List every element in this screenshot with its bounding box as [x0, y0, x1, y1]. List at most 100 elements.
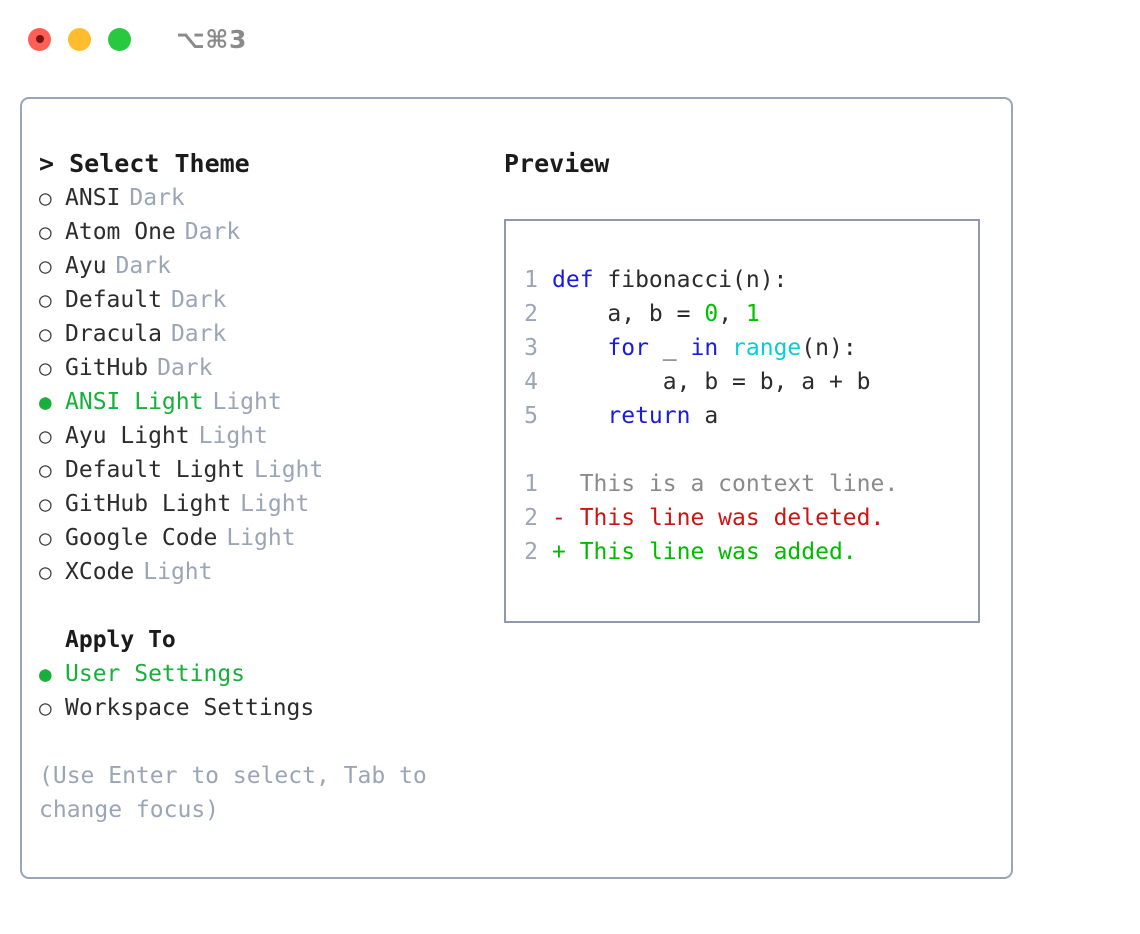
theme-variant-tag: Dark — [184, 219, 241, 245]
maximize-button[interactable] — [108, 27, 131, 51]
radio-unselected-icon[interactable]: ○ — [39, 560, 52, 584]
theme-name: ANSI Light — [65, 389, 204, 415]
theme-name: Atom One — [65, 219, 176, 245]
apply-to-heading: Apply To — [65, 627, 176, 653]
theme-name: XCode — [65, 559, 135, 585]
diff-text: This is a context line. — [579, 471, 899, 497]
theme-name: Google Code — [65, 525, 218, 551]
radio-selected-icon[interactable]: ● — [39, 390, 52, 414]
apply-to-item[interactable]: ●User Settings — [39, 657, 502, 691]
theme-list-item[interactable]: ○ Default Light Light — [39, 453, 502, 487]
close-button[interactable] — [28, 27, 51, 51]
theme-variant-tag: Light — [212, 389, 282, 415]
titlebar: ⌥⌘3 — [0, 0, 1140, 78]
diff-marker — [552, 467, 580, 501]
apply-to-item[interactable]: ○Workspace Settings — [39, 691, 502, 725]
theme-list-item[interactable]: ○ GitHub Dark — [39, 351, 502, 385]
code-line: 1 def fibonacci(n): — [506, 263, 978, 297]
code-token — [552, 335, 607, 361]
radio-selected-icon[interactable]: ● — [39, 662, 52, 686]
radio-unselected-icon[interactable]: ○ — [39, 220, 52, 244]
line-number: 2 — [524, 505, 538, 531]
theme-variant-tag: Light — [226, 525, 296, 551]
theme-name: Ayu Light — [65, 423, 190, 449]
theme-variant-tag: Light — [198, 423, 268, 449]
preview-title: Preview — [504, 149, 610, 178]
code-token: fibonacci(n): — [593, 267, 788, 293]
code-token — [718, 335, 732, 361]
theme-variant-tag: Light — [254, 457, 324, 483]
apply-to-list: ●User Settings○Workspace Settings — [39, 657, 502, 725]
code-line: 3 for _ in range(n): — [506, 331, 978, 365]
code-text: a, b = 0, 1 — [552, 297, 759, 331]
theme-variant-tag: Dark — [170, 321, 227, 347]
page-title-label: Select Theme — [69, 149, 250, 178]
window-title-shortcut: ⌥⌘3 — [176, 24, 247, 54]
line-number: 5 — [524, 403, 538, 429]
radio-unselected-icon[interactable]: ○ — [39, 186, 52, 210]
theme-list-item[interactable]: ○ Dracula Dark — [39, 317, 502, 351]
radio-unselected-icon[interactable]: ○ — [39, 458, 52, 482]
theme-variant-tag: Dark — [170, 287, 227, 313]
code-line: 4 a, b = b, a + b — [506, 365, 978, 399]
radio-unselected-icon[interactable]: ○ — [39, 356, 52, 380]
theme-list-item[interactable]: ○ Default Dark — [39, 283, 502, 317]
prompt-caret-icon: > — [39, 149, 70, 178]
line-number: 2 — [524, 301, 538, 327]
theme-name: Default — [65, 287, 162, 313]
theme-name: Dracula — [65, 321, 162, 347]
code-line: 2 a, b = 0, 1 — [506, 297, 978, 331]
line-number: 3 — [524, 335, 538, 361]
radio-unselected-icon[interactable]: ○ — [39, 254, 52, 278]
theme-list-item[interactable]: ● ANSI Light Light — [39, 385, 502, 419]
code-token: _ — [648, 335, 691, 361]
code-token: range — [732, 335, 802, 361]
theme-list-item[interactable]: ○ Google Code Light — [39, 521, 502, 555]
theme-name: Ayu — [65, 253, 107, 279]
theme-name: GitHub Light — [65, 491, 232, 517]
code-line: 5 return a — [506, 399, 978, 433]
theme-variant-tag: Light — [240, 491, 310, 517]
theme-variant-tag: Dark — [129, 185, 185, 211]
code-token — [552, 403, 607, 429]
radio-unselected-icon[interactable]: ○ — [39, 526, 52, 550]
radio-unselected-icon[interactable]: ○ — [39, 288, 52, 312]
radio-unselected-icon[interactable]: ○ — [39, 322, 52, 346]
code-text: def fibonacci(n): — [552, 263, 787, 297]
traffic-lights — [28, 27, 131, 51]
radio-unselected-icon[interactable]: ○ — [39, 492, 52, 516]
page-title: > Select Theme — [39, 147, 502, 181]
code-token: a, b = b, a + b — [552, 369, 871, 395]
theme-list-item[interactable]: ○ ANSI Dark — [39, 181, 502, 215]
diff-text: This line was deleted. — [579, 505, 885, 531]
diff-line: 2+ This line was added. — [506, 535, 978, 569]
code-token: def — [552, 267, 594, 293]
theme-list-item[interactable]: ○ Ayu Light Light — [39, 419, 502, 453]
radio-unselected-icon[interactable]: ○ — [39, 424, 52, 448]
code-token: 0 — [704, 301, 719, 327]
section-spacer — [39, 589, 502, 623]
theme-name: Default Light — [65, 457, 246, 483]
theme-name: GitHub — [65, 355, 149, 381]
radio-unselected-icon[interactable]: ○ — [39, 696, 52, 720]
code-token: a, b = — [552, 301, 705, 327]
line-number: 1 — [524, 267, 538, 293]
theme-list-item[interactable]: ○ Atom One Dark — [39, 215, 502, 249]
diff-marker: - — [552, 505, 580, 531]
code-token: in — [690, 335, 719, 361]
theme-variant-tag: Dark — [157, 355, 213, 381]
code-text: return a — [552, 399, 718, 433]
minimize-button[interactable] — [68, 27, 91, 51]
code-token: a — [690, 403, 719, 429]
diff-marker: + — [552, 539, 580, 565]
theme-list-item[interactable]: ○ GitHub Light Light — [39, 487, 502, 521]
code-token: return — [607, 403, 691, 429]
theme-name: ANSI — [65, 185, 121, 211]
diff-text: This line was added. — [579, 539, 857, 565]
